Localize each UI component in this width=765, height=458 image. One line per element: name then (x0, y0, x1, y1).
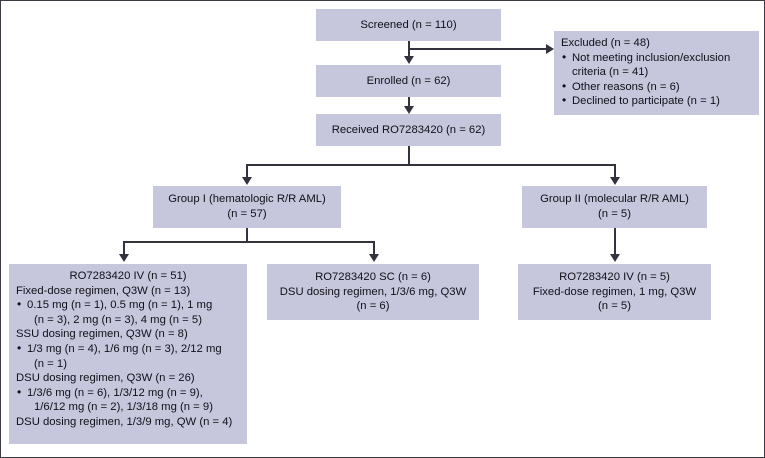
connector-bus-to-sc-6 (373, 241, 375, 255)
node-iv-51-block-0-detail-line-2: (n = 3), 2 mg (n = 3), 4 mg (n = 5) (34, 313, 202, 326)
node-iv-51-footer: DSU dosing regimen, 1/3/9 mg, QW (n = 4) (16, 415, 233, 428)
connector-group-ii-to-iv-5 (614, 228, 616, 255)
node-group-ii-label: Group II (molecular R/R AML) (540, 193, 689, 206)
node-excluded-item-1-text: Other reasons (n = 6) (572, 80, 680, 93)
node-iv-51-block-2-label: DSU dosing regimen, Q3W (n = 26) (16, 372, 195, 385)
node-ro7283420-iv-51: RO7283420 IV (n = 51) Fixed-dose regimen… (9, 264, 247, 444)
arrow-bus-to-sc-6 (369, 254, 379, 262)
node-screened: Screened (n = 110) (316, 9, 501, 41)
node-screened-label: Screened (n = 110) (360, 18, 457, 31)
arrow-enrolled-to-received (404, 106, 414, 114)
connector-bus-to-group-i (246, 164, 248, 178)
node-iv-51-title: RO7283420 IV (n = 51) (69, 270, 187, 282)
node-sc-6-regimen: DSU dosing regimen, 1/3/6 mg, Q3W (279, 285, 467, 298)
bullet-icon: • (17, 384, 22, 399)
node-excluded-item-2: • Declined to participate (n = 1) (561, 93, 752, 109)
node-iv-5-count: (n = 5) (598, 300, 631, 313)
node-group-ii: Group II (molecular R/R AML) (n = 5) (522, 186, 707, 228)
node-iv-51-block-2-detail: • 1/3/6 mg (n = 6), 1/3/12 mg (n = 9), (16, 384, 240, 401)
arrow-bus-to-group-ii (610, 177, 620, 185)
bullet-icon: • (17, 340, 22, 355)
connector-bus-to-group-ii (614, 164, 616, 178)
connector-screened-to-excluded (408, 48, 546, 50)
bullet-icon: • (562, 93, 567, 108)
node-excluded-item-0: • Not meeting inclusion/exclusion criter… (561, 49, 752, 80)
connector-enrolled-to-received (408, 97, 410, 107)
node-iv-5-title: RO7283420 IV (n = 5) (559, 271, 670, 284)
connector-received-to-bus (408, 146, 410, 165)
node-excluded-item-0-text: Not meeting inclusion/exclusion criteria… (572, 51, 731, 79)
connector-bus-to-iv-51 (123, 241, 125, 255)
node-excluded: Excluded (n = 48) • Not meeting inclusio… (554, 31, 759, 115)
node-iv-51-block-0-detail-line-1: 0.15 mg (n = 1), 0.5 mg (n = 1), 1 mg (27, 299, 213, 312)
node-excluded-item-1: • Other reasons (n = 6) (561, 78, 752, 95)
arrow-screened-to-enrolled (404, 56, 414, 64)
node-enrolled: Enrolled (n = 62) (316, 65, 501, 97)
node-excluded-heading: Excluded (n = 48) (561, 37, 650, 49)
node-received-drug-label: Received RO7283420 (n = 62) (331, 123, 486, 136)
connector-bus-group-i-children (123, 241, 374, 243)
node-iv-51-block-0-detail: • 0.15 mg (n = 1), 0.5 mg (n = 1), 1 mg (16, 297, 240, 313)
node-iv-51-block-1-label: SSU dosing regimen, Q3W (n = 8) (16, 328, 188, 341)
node-ro7283420-sc-6: RO7283420 SC (n = 6) DSU dosing regimen,… (267, 264, 479, 320)
node-iv-51-block-1-detail-line-2: (n = 1) (34, 357, 67, 370)
node-iv-51-block-1-detail-line-1: 1/3 mg (n = 4), 1/6 mg (n = 3), 2/12 mg (27, 342, 222, 355)
node-iv-5-regimen: Fixed-dose regimen, 1 mg, Q3W (532, 285, 697, 298)
node-received-drug: Received RO7283420 (n = 62) (316, 114, 501, 146)
bullet-icon: • (562, 78, 567, 93)
node-sc-6-title: RO7283420 SC (n = 6) (315, 271, 431, 284)
node-ro7283420-iv-5: RO7283420 IV (n = 5) Fixed-dose regimen,… (518, 264, 711, 320)
connector-group-i-to-bus (246, 228, 248, 242)
bullet-icon: • (17, 297, 22, 312)
arrow-screened-to-excluded (546, 44, 554, 54)
node-excluded-item-2-text: Declined to participate (n = 1) (572, 95, 720, 108)
node-iv-51-block-2-detail-line-1: 1/3/6 mg (n = 6), 1/3/12 mg (n = 9), (27, 386, 203, 399)
node-iv-51-block-0-label: Fixed-dose regimen, Q3W (n = 13) (16, 284, 191, 297)
arrow-group-ii-to-iv-5 (610, 254, 620, 262)
node-group-i-count: (n = 57) (227, 208, 267, 220)
node-iv-51-block-1-detail: • 1/3 mg (n = 4), 1/6 mg (n = 3), 2/12 m… (16, 340, 240, 357)
node-group-i: Group I (hematologic R/R AML) (n = 57) (153, 186, 341, 228)
arrow-bus-to-iv-51 (119, 254, 129, 262)
node-enrolled-label: Enrolled (n = 62) (366, 74, 451, 87)
node-iv-51-block-2-detail-line-2: 1/6/12 mg (n = 2), 1/3/18 mg (n = 9) (34, 401, 213, 414)
arrow-bus-to-group-i (242, 177, 252, 185)
connector-bus-groups (246, 164, 615, 166)
node-sc-6-count: (n = 6) (356, 300, 390, 313)
node-group-i-label: Group I (hematologic R/R AML) (168, 193, 326, 206)
bullet-icon: • (562, 49, 567, 64)
node-group-ii-count: (n = 5) (598, 208, 631, 220)
